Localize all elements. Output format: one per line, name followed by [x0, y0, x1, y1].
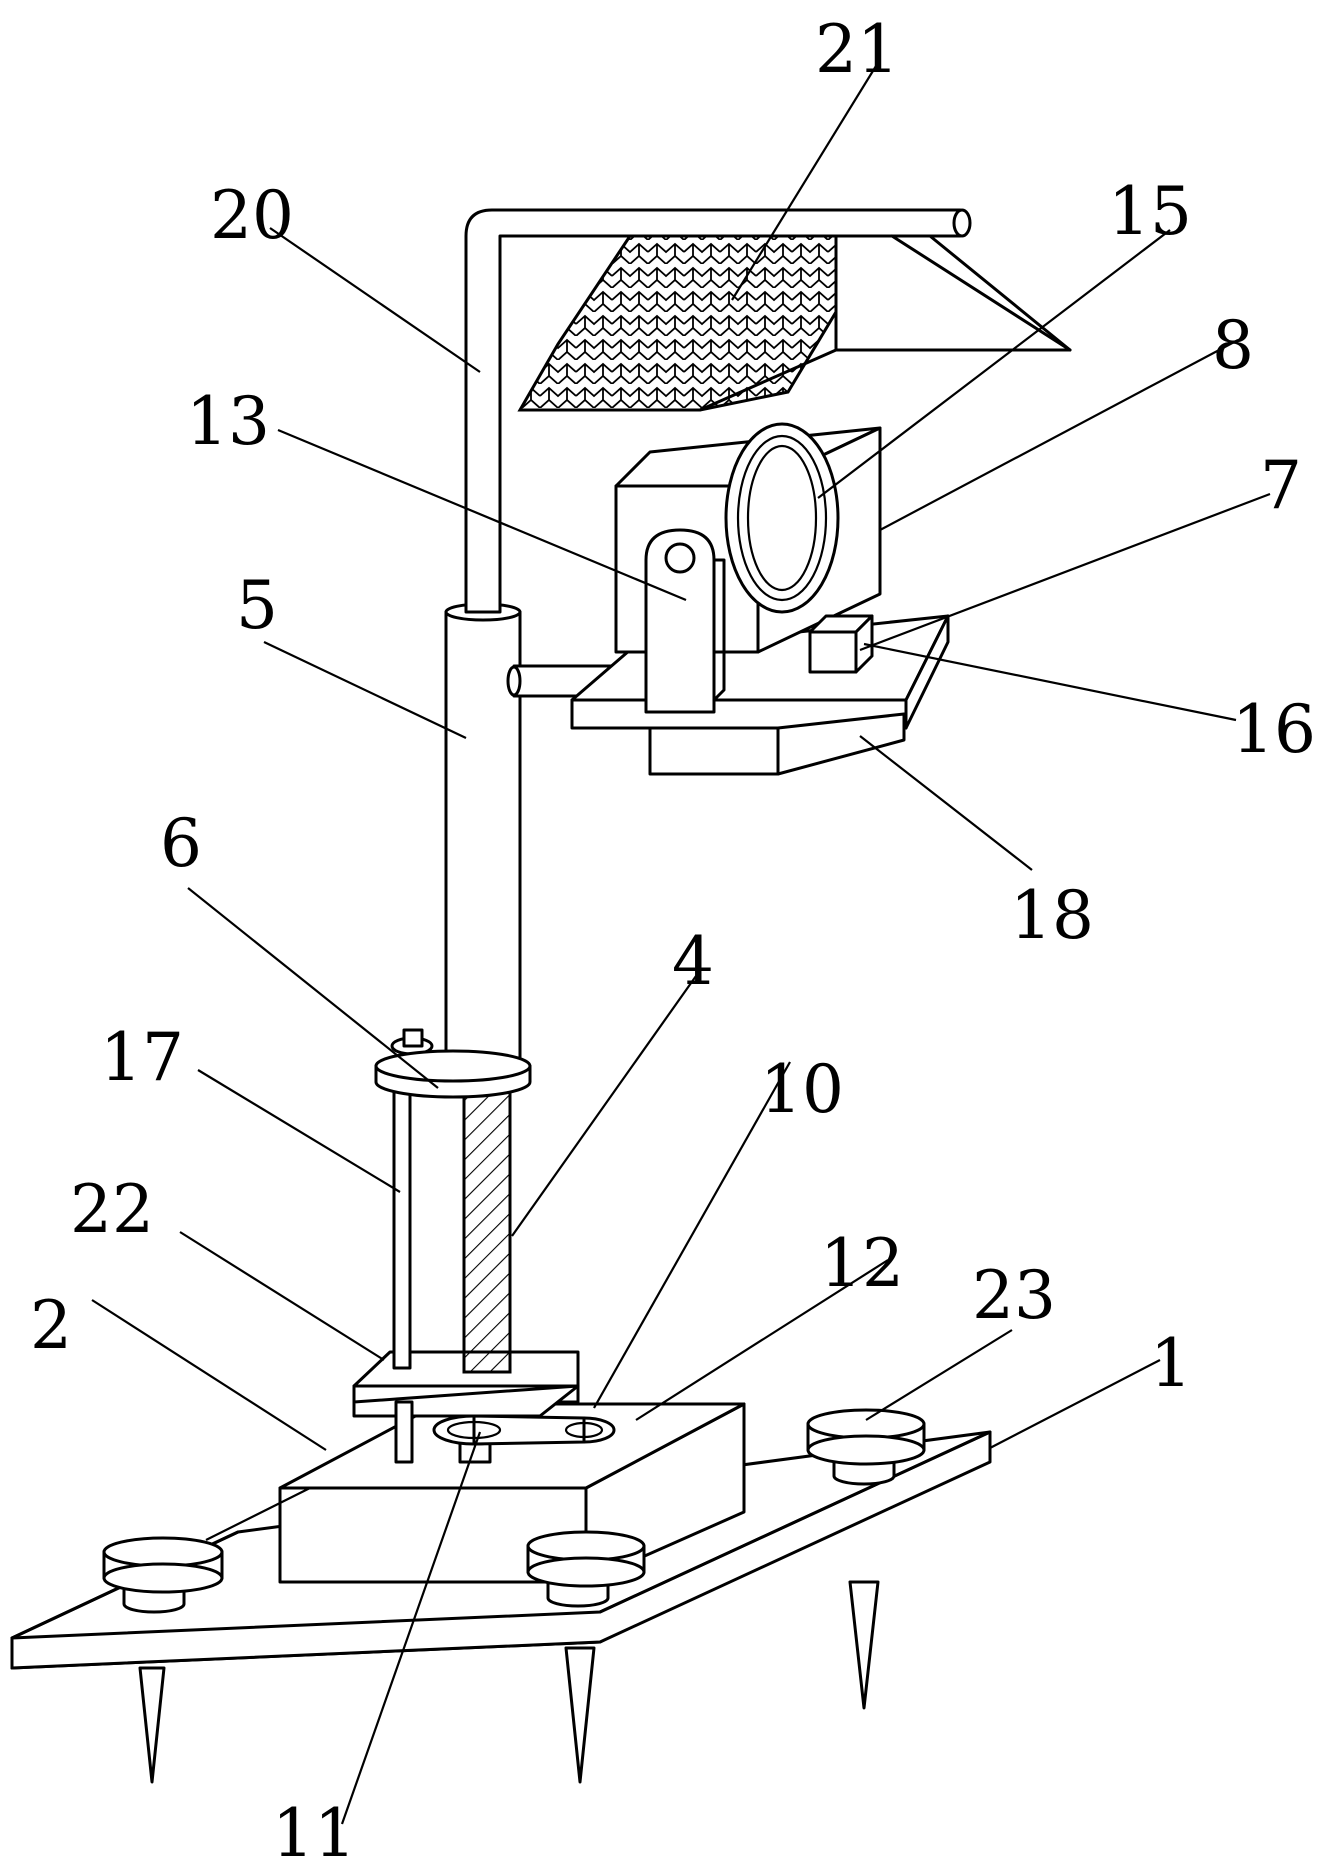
leveling-foot-left: [102, 1536, 224, 1614]
ground-spikes: [138, 1580, 880, 1784]
label-4: 4: [672, 923, 714, 1000]
lead-screw: [462, 1080, 512, 1374]
label-11: 11: [272, 1795, 356, 1862]
label-17: 17: [100, 1019, 184, 1096]
label-22: 22: [70, 1171, 154, 1248]
pivot-bracket: [644, 528, 726, 714]
leveling-foot-right: [806, 1408, 926, 1486]
small-block: [808, 614, 874, 674]
collar-ring: [374, 1049, 532, 1099]
label-8: 8: [1212, 307, 1254, 384]
label-20: 20: [210, 177, 294, 254]
leveling-foot-middle: [526, 1530, 646, 1608]
label-5: 5: [236, 567, 278, 644]
canopy: [517, 234, 1072, 412]
label-7: 7: [1260, 447, 1302, 524]
gear-belt-assembly: [432, 1414, 616, 1464]
label-12: 12: [820, 1225, 904, 1302]
label-1: 1: [1150, 1325, 1192, 1402]
label-21: 21: [815, 11, 899, 88]
label-10: 10: [760, 1051, 844, 1128]
label-18: 18: [1010, 877, 1094, 954]
label-13: 13: [186, 383, 270, 460]
part-labels: 21 20 15 8 13 7 5 16 6 18 4 17 10 22 12 …: [30, 11, 1316, 1862]
label-16: 16: [1232, 691, 1316, 768]
support-arm: [506, 664, 622, 698]
label-15: 15: [1108, 173, 1192, 250]
label-2: 2: [30, 1287, 72, 1364]
leader-lines: [91, 65, 1271, 1825]
rotating-ring: [724, 422, 840, 614]
label-23: 23: [972, 1257, 1056, 1334]
label-6: 6: [160, 805, 202, 882]
